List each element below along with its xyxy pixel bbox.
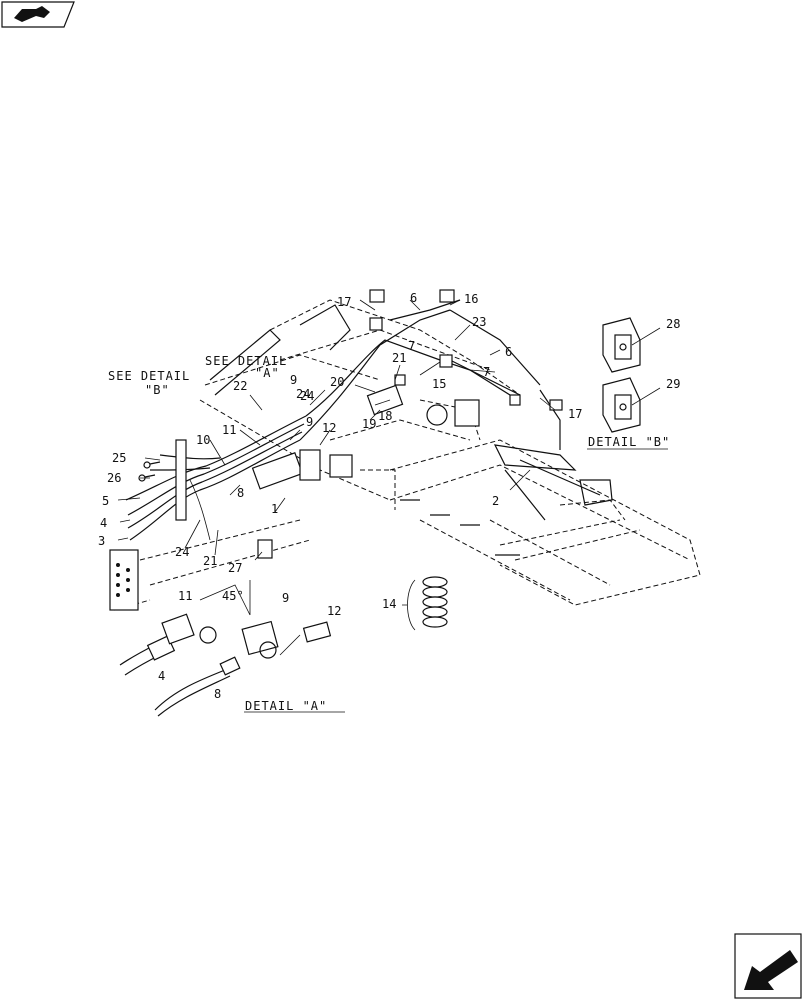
detail-b-brackets	[602, 317, 661, 433]
callout: 11	[178, 589, 192, 603]
detail-a-assembly	[119, 580, 332, 717]
callout: 11	[222, 423, 236, 437]
callout: 2	[492, 494, 499, 508]
callout: 4	[158, 669, 165, 683]
detail-b-caption: DETAIL "B"	[588, 435, 670, 449]
callout: 23	[472, 315, 486, 329]
callout: 5	[102, 494, 109, 508]
callout: 27	[228, 561, 242, 575]
see-detail-a-ref: "A"	[255, 366, 280, 380]
callout: 12	[327, 604, 341, 618]
callout: 18	[378, 409, 392, 423]
callout: 3	[98, 534, 105, 548]
callout: 25	[112, 451, 126, 465]
callout: 24	[175, 545, 189, 559]
callout: 1	[271, 502, 278, 516]
callout: 22	[233, 379, 247, 393]
callout: 21	[203, 554, 217, 568]
callout: 7	[483, 365, 490, 379]
detail-captions: SEE DETAIL "B" SEE DETAIL "A" DETAIL "A"…	[108, 354, 670, 713]
callout: 10	[196, 433, 210, 447]
callout: 15	[432, 377, 446, 391]
callout: 24	[296, 387, 310, 401]
detail-a-caption: DETAIL "A"	[245, 699, 327, 713]
callout: 6	[410, 291, 417, 305]
frame-outline	[114, 299, 701, 611]
callout: 8	[237, 486, 244, 500]
see-detail-b-label: SEE DETAIL	[108, 369, 190, 383]
callout: 9	[282, 591, 289, 605]
see-detail-b-ref: "B"	[145, 383, 170, 397]
back-tab-icon[interactable]	[1, 1, 75, 28]
callout: 12	[322, 421, 336, 435]
callout: 6	[505, 345, 512, 359]
callout: 14	[382, 597, 396, 611]
callout: 26	[107, 471, 121, 485]
see-detail-a-label: SEE DETAIL	[205, 354, 287, 368]
callout: 7	[408, 339, 415, 353]
callout: 17	[568, 407, 582, 421]
spring-stack	[402, 576, 448, 631]
callout: 21	[392, 351, 406, 365]
callout: 24	[300, 389, 314, 403]
callout: 4	[100, 516, 107, 530]
callout: 29	[666, 377, 680, 391]
callout: 16	[464, 292, 478, 306]
callout: 9	[306, 415, 313, 429]
callout: 8	[214, 687, 221, 701]
callout: 20	[330, 375, 344, 389]
callout: 9	[290, 373, 297, 387]
next-page-arrow-icon[interactable]	[734, 933, 802, 999]
hydraulic-hoses	[125, 299, 561, 541]
callout-numbers: 1 2 3 4 5 6 6 7 7 8 8 9 9 10 11 11 12 12…	[98, 291, 680, 701]
callout: 17	[337, 295, 351, 309]
angle-label: 45°	[222, 589, 244, 603]
callout: 28	[666, 317, 680, 331]
leader-lines	[117, 299, 556, 561]
callout: 19	[362, 417, 376, 431]
components	[109, 289, 563, 611]
